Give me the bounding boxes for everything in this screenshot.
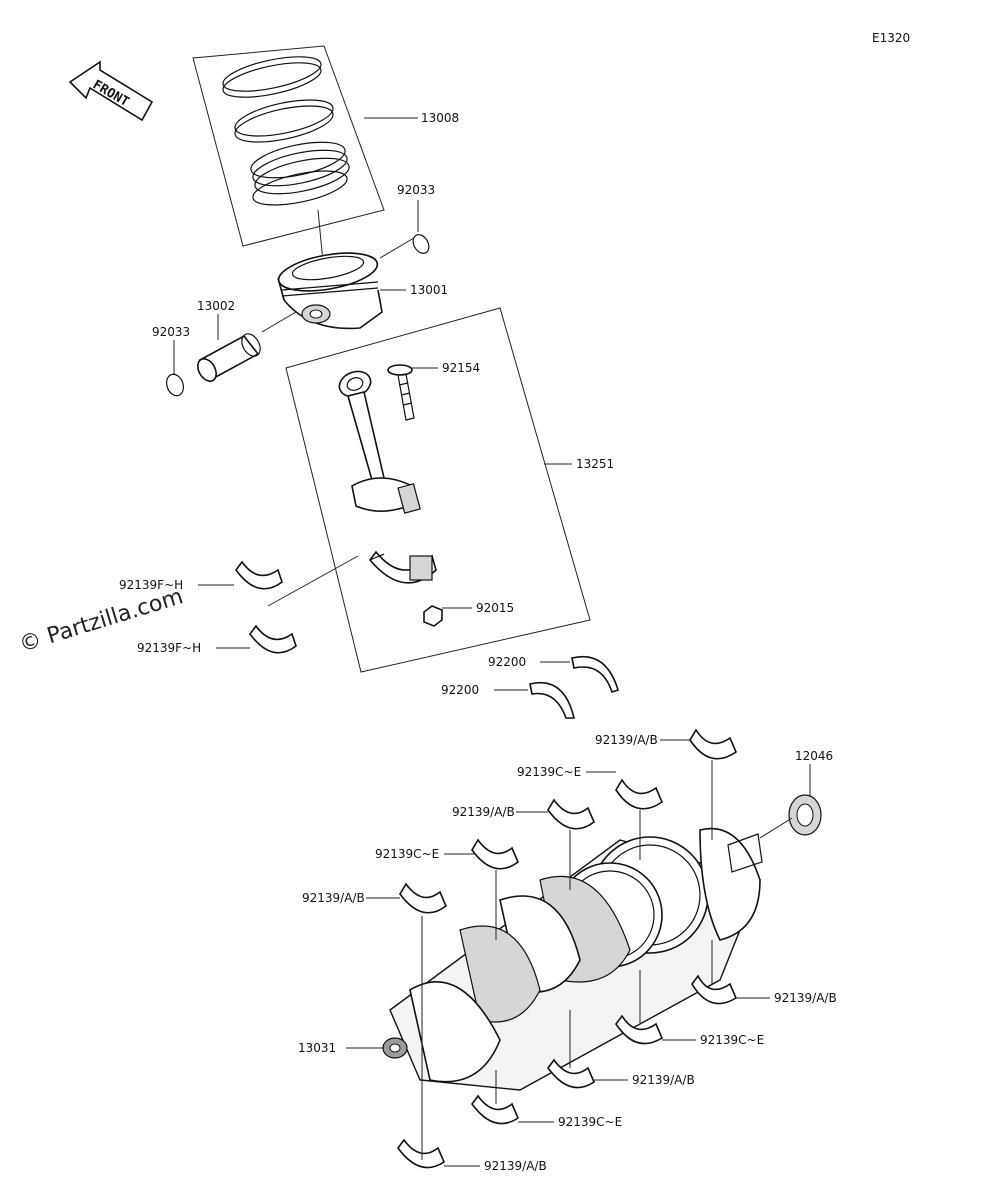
part-label-92139c-e: 92139C~E: [517, 765, 581, 779]
part-label-13001: 13001: [410, 283, 448, 297]
part-label-12046: 12046: [795, 749, 833, 763]
part-label-92139ab: 92139/A/B: [452, 805, 515, 819]
thrust-washer-icon: [571, 656, 619, 694]
part-label-13031: 13031: [298, 1041, 336, 1055]
part-label-92139ab: 92139/A/B: [632, 1073, 695, 1087]
connecting-rod-icon: [338, 370, 421, 514]
gear-icon: [788, 794, 822, 836]
part-label-13251: 13251: [576, 457, 614, 471]
part-label-92015: 92015: [476, 601, 514, 615]
part-label-92200: 92200: [441, 683, 479, 697]
part-label-92154: 92154: [442, 361, 480, 375]
piston-ring-box: [192, 45, 385, 247]
part-label-92139ab: 92139/A/B: [302, 891, 365, 905]
bearing-shell-icon: [235, 560, 283, 590]
part-label-13008: 13008: [421, 111, 459, 125]
main-bearing-shells-upper: [399, 728, 737, 914]
piston-pin-icon: [197, 333, 261, 382]
part-label-92033: 92033: [152, 325, 190, 339]
circlip-icon: [412, 234, 430, 254]
part-label-92139c-e: 92139C~E: [375, 847, 439, 861]
part-label-92139f-h: 92139F~H: [137, 641, 201, 655]
diagram-code: E1320: [872, 31, 910, 45]
part-label-92139c-e: 92139C~E: [700, 1033, 764, 1047]
thrust-washer-icon: [529, 682, 576, 719]
part-label-92139c-e: 92139C~E: [558, 1115, 622, 1129]
piston-icon: [277, 252, 383, 330]
conrod-cap-icon: [368, 550, 437, 584]
crankshaft-icon: [382, 827, 763, 1091]
circlip-icon: [165, 373, 185, 397]
part-label-92139ab: 92139/A/B: [595, 733, 658, 747]
connecting-rod-box: [285, 307, 591, 673]
main-bearing-shells-lower: [397, 974, 738, 1169]
part-label-92139ab: 92139/A/B: [484, 1159, 547, 1173]
part-label-92139ab: 92139/A/B: [774, 991, 837, 1005]
front-arrow-icon: FRONT: [68, 60, 154, 122]
part-label-13002: 13002: [197, 299, 235, 313]
bearing-shell-icon: [249, 624, 297, 654]
nut-icon: [423, 605, 443, 627]
leader-lines: [173, 117, 811, 1167]
piston-rings: [222, 56, 350, 206]
conrod-bolt-icon: [387, 364, 415, 421]
part-label-92200: 92200: [488, 655, 526, 669]
part-label-92139f-h: 92139F~H: [119, 578, 183, 592]
part-label-92033: 92033: [397, 183, 435, 197]
